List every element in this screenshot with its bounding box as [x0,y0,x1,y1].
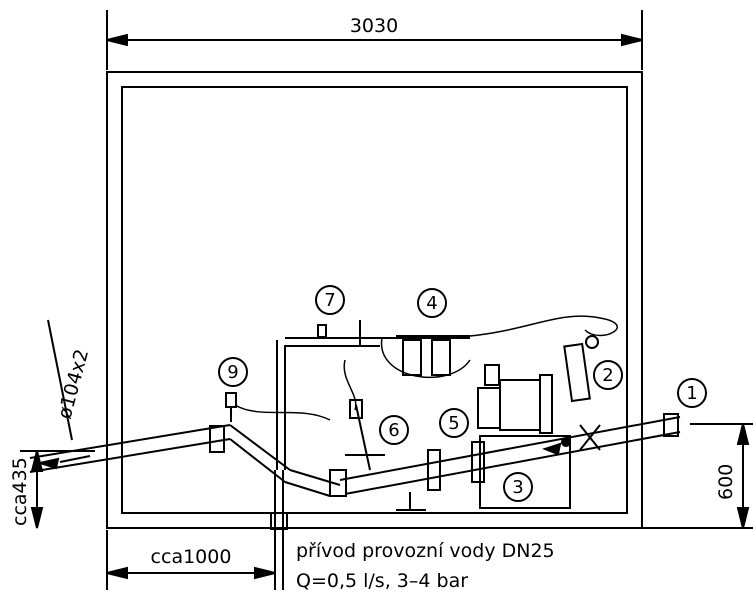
callout-4: 4 [417,288,447,318]
hoses [234,315,618,421]
dimension-diameter: ø104x2 [47,319,94,441]
dimension-inlet-length: cca1000 [106,530,276,590]
callout-2: 2 [593,360,623,390]
injector [345,399,385,471]
callout-3: 3 [503,472,533,502]
filters [396,335,470,376]
dimension-pipe-height: 600 [690,423,753,529]
dosing-line [276,320,470,470]
svg-text:6: 6 [388,420,399,441]
enclosure-frame [106,71,753,529]
dimension-width-label: 3030 [350,15,398,37]
inlet-pipe-right [329,413,681,497]
dimension-pipe-height-label: 600 [715,464,737,500]
callout-1: 1 [677,378,707,408]
supply-note-line1: přívod provozní vody DN25 [296,540,555,562]
svg-text:5: 5 [448,413,459,434]
dimension-outlet-height-label: cca435 [9,457,31,526]
dimension-diameter-label: ø104x2 [54,347,94,422]
sensor [563,335,599,403]
svg-text:1: 1 [686,383,697,404]
svg-text:9: 9 [227,362,238,383]
pump-body [396,364,571,511]
callout-9: 9 [218,357,248,387]
callout-6: 6 [379,415,409,445]
svg-text:4: 4 [426,293,437,314]
svg-text:7: 7 [324,290,335,311]
outlet-pipe [29,424,341,497]
svg-text:2: 2 [602,365,613,386]
supply-pipe [270,470,288,590]
callout-5: 5 [439,408,469,438]
callout-7: 7 [315,285,345,315]
supply-note-line2: Q=0,5 l/s, 3–4 bar [296,570,468,592]
dimension-width: 3030 [106,10,643,70]
valve [225,392,237,422]
svg-text:3: 3 [512,477,523,498]
dimension-inlet-length-label: cca1000 [151,546,232,568]
dimension-outlet-height: cca435 [9,450,95,529]
